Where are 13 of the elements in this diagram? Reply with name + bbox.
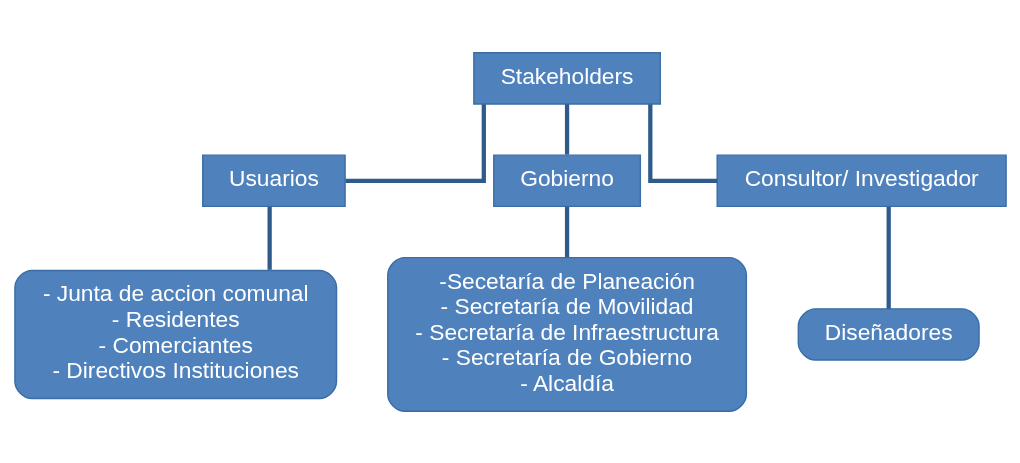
connector <box>345 103 486 183</box>
connector <box>564 206 569 257</box>
node-box: - Junta de accion comunal - Residentes - Comerciantes - Directivos Instituciones <box>13 269 337 399</box>
connector <box>886 206 891 309</box>
node-box: Diseñadores <box>797 307 980 361</box>
connector <box>267 206 272 270</box>
node-box: Stakeholders <box>472 51 661 105</box>
node-box: Gobierno <box>492 153 641 207</box>
connector <box>564 103 569 155</box>
node-box: -Secetaría de Planeación - Secretaría de Movilidad - Secretaría de Infraestructura - Secretaría de Gobierno - Alcaldía <box>386 256 747 412</box>
connector <box>647 103 717 183</box>
node-box: Usuarios <box>201 153 346 207</box>
node-box: Consultor/ Investigador <box>716 153 1007 207</box>
